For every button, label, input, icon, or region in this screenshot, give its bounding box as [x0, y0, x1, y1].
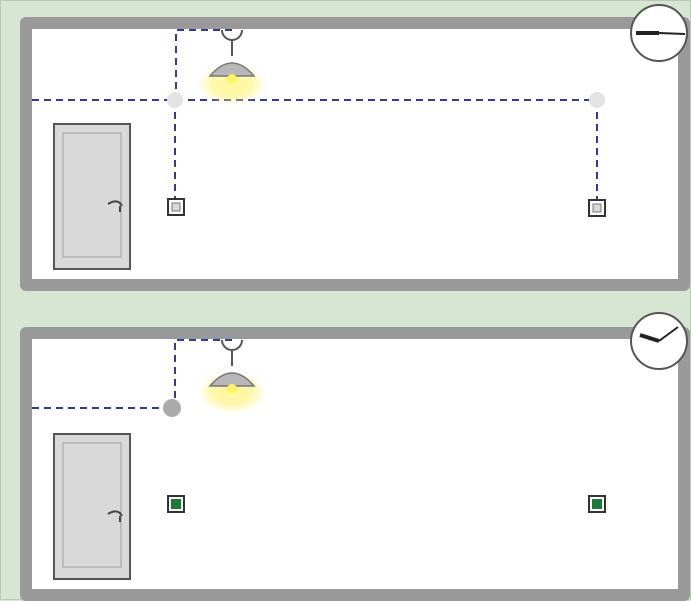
wire-ceiling-to-junction — [174, 339, 232, 402]
switch-right-bottom[interactable] — [588, 495, 606, 513]
switch-left-bottom[interactable] — [167, 495, 185, 513]
switch-right-top[interactable] — [588, 199, 606, 217]
wire-ceiling-to-junction — [175, 29, 232, 98]
room-panel-top — [20, 17, 690, 291]
door-bottom — [53, 433, 131, 580]
ceiling-lamp-top — [198, 29, 266, 110]
clock-minute-hand — [658, 326, 679, 342]
junction-left — [167, 92, 183, 108]
wall-clock-bottom — [630, 312, 688, 370]
wiring-bottom — [32, 339, 232, 409]
wall-clock-top — [630, 4, 688, 62]
lamp-shade — [208, 62, 256, 77]
clock-hour-hand — [639, 333, 660, 343]
lamp-shade — [208, 372, 256, 387]
lamp-bulb — [227, 384, 237, 394]
door-handle — [107, 510, 123, 517]
wiring-top — [32, 29, 598, 200]
door-frame — [53, 433, 131, 580]
door-handle — [107, 200, 123, 207]
junction-left — [163, 399, 181, 417]
door-panel — [62, 132, 122, 258]
door-frame — [53, 123, 131, 270]
door-panel — [62, 442, 122, 568]
lamp-glow — [198, 66, 266, 110]
ceiling-lamp-bottom — [198, 339, 266, 418]
clock-minute-hand — [658, 32, 686, 35]
lamp-hook — [221, 339, 243, 351]
room-panel-bottom — [20, 327, 690, 601]
lamp-bulb — [227, 74, 237, 84]
switch-left-top[interactable] — [167, 198, 185, 216]
door-top — [53, 123, 131, 270]
junction-right — [589, 92, 605, 108]
